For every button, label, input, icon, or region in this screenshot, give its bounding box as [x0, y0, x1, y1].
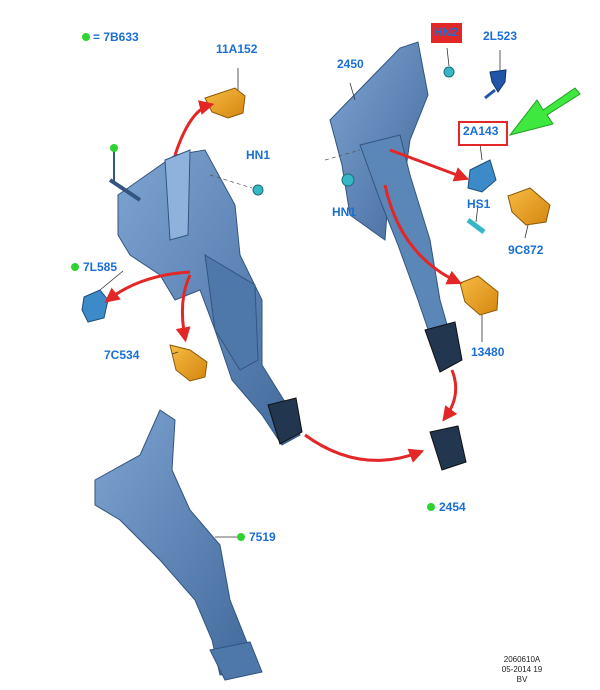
- label-HN2[interactable]: HN2: [434, 25, 459, 39]
- red-arrow: [442, 369, 458, 422]
- red-arrow: [389, 148, 470, 182]
- hn2-highlight: [431, 23, 462, 43]
- label-2L523[interactable]: 2L523: [483, 29, 518, 43]
- red-arrow: [175, 274, 192, 343]
- fastener-HS1: [466, 218, 486, 234]
- footer-line3: BV: [516, 675, 528, 684]
- label-7C534[interactable]: 7C534: [104, 348, 140, 362]
- switch-7C534: [169, 344, 208, 382]
- footer-line2: 05-2014 19: [501, 665, 543, 674]
- red-arrow: [104, 270, 191, 303]
- leader-lines: [99, 47, 529, 538]
- fastener-HN1-right: [341, 173, 355, 187]
- green-dot-marker: [110, 144, 118, 152]
- switch-9C872: [507, 187, 551, 226]
- green-dot-marker: [71, 263, 79, 271]
- green-dot-marker: [427, 503, 435, 511]
- label-7519[interactable]: 7519: [249, 530, 276, 544]
- bolt-2L523: [484, 69, 507, 100]
- fastener-HN2: [443, 66, 455, 78]
- label-HN1-top[interactable]: HN1: [246, 148, 271, 162]
- red-arrows: [104, 100, 470, 463]
- fastener-HN1-left: [209, 174, 264, 196]
- green-dot-marker: [82, 33, 90, 41]
- switch-7L585: [81, 289, 109, 323]
- legend-7B633: = 7B633: [93, 30, 139, 44]
- label-HS1[interactable]: HS1: [467, 197, 491, 211]
- label-2A143[interactable]: 2A143: [463, 124, 499, 138]
- clutch-pedal-assembly: [108, 148, 303, 446]
- pedal-pad-2454: [429, 425, 467, 471]
- footer-line1: 2060610A: [503, 655, 541, 664]
- label-9C872[interactable]: 9C872: [508, 243, 544, 257]
- pedal-7519: [94, 409, 263, 681]
- switch-13480: [459, 275, 499, 316]
- footer-ref: 2060610A 05-2014 19 BV: [486, 655, 558, 685]
- bracket-2A143: [467, 159, 497, 193]
- highlight-box-2A143: [458, 121, 508, 146]
- green-dot-marker: [237, 533, 245, 541]
- label-7L585[interactable]: 7L585: [83, 260, 118, 274]
- red-arrow: [383, 184, 463, 285]
- red-arrow: [173, 100, 215, 156]
- green-pointer-arrow: [508, 87, 581, 136]
- label-2450[interactable]: 2450: [337, 57, 364, 71]
- label-11A152[interactable]: 11A152: [216, 42, 258, 56]
- label-13480[interactable]: 13480: [471, 345, 505, 359]
- label-2454[interactable]: 2454: [439, 500, 466, 514]
- clutch-switch-11A152: [204, 68, 246, 119]
- brake-pedal-assembly: [324, 41, 463, 373]
- label-HN1-right[interactable]: HN1: [332, 205, 357, 219]
- red-arrow: [304, 433, 425, 463]
